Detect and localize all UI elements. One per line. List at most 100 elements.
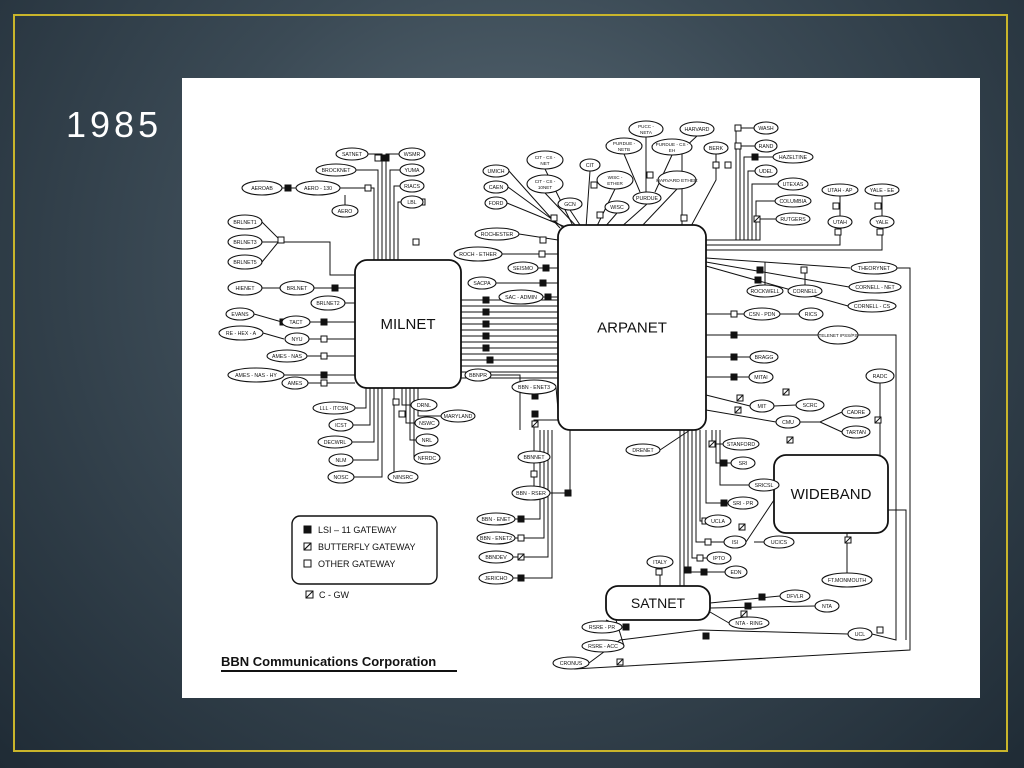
host-label: AEROAB <box>251 186 273 192</box>
host-label: NSWC <box>419 421 435 427</box>
host-aero-130: AERO - 130 <box>295 180 341 196</box>
link-line <box>659 429 691 451</box>
host-label: MITAI <box>754 375 767 381</box>
host-stanford: STANFORD <box>722 437 760 451</box>
host-riacs: RIACS <box>399 179 425 193</box>
other-gateway-marker <box>876 626 884 634</box>
host-label: TACT <box>289 320 303 326</box>
host-seismo: SEISMO <box>507 261 539 275</box>
lsi-gateway-marker <box>482 308 490 316</box>
other-legend-swatch <box>303 559 312 568</box>
host-label: ROCHESTER <box>481 232 514 238</box>
link-line <box>544 192 579 229</box>
host-label: CRONUS <box>560 661 583 667</box>
host-brocknet: BROCKNET <box>315 163 357 177</box>
other-gateway-marker <box>590 181 598 189</box>
host-edn: EDN <box>724 565 748 579</box>
link-line <box>623 153 641 193</box>
host-label: RE - HEX - A <box>226 331 257 337</box>
link-line <box>706 228 841 246</box>
host-ames: AMES <box>281 376 309 390</box>
lsi-gateway-marker <box>544 293 552 301</box>
host-sricsl: SRICSL <box>748 478 780 492</box>
host-bbnpr: BBNPR <box>464 368 492 382</box>
link-line <box>353 388 379 461</box>
host-brlnet1: BRLNET1 <box>227 214 263 230</box>
satnet-network: SATNET <box>605 585 711 621</box>
lsi-gateway-marker <box>720 499 728 507</box>
link-line <box>417 388 441 417</box>
host-label: PURDUE - CS - <box>656 142 689 147</box>
host-wash: WASH <box>753 121 779 135</box>
host-label: YUMA <box>405 168 421 174</box>
host-label: NOSC <box>334 475 349 481</box>
host-rutgers: RUTGERS <box>775 212 811 226</box>
host-ames-nas: AMES - NAS <box>266 349 308 363</box>
link-line <box>619 203 648 229</box>
host-berk: BERK <box>703 141 729 155</box>
link-line <box>705 261 850 288</box>
link-line <box>393 185 400 260</box>
host-sri-pr: SRI - PR <box>727 496 759 510</box>
host-label: SRI <box>739 461 748 467</box>
host-label: RICS <box>805 312 818 318</box>
lsi-gateway-marker <box>542 264 550 272</box>
host-label: BBNNET <box>523 455 545 461</box>
host-rand: RAND <box>754 139 778 153</box>
host-label: RSRE - ACC <box>588 644 618 650</box>
other-gateway-marker <box>876 228 884 236</box>
host-label: AERO <box>338 209 353 215</box>
butterfly-legend-label: BUTTERFLY GATEWAY <box>318 542 416 552</box>
link-line <box>353 388 371 426</box>
host-utah-ap: UTAH - AP <box>821 183 859 197</box>
host-re-hex-a: RE - HEX - A <box>218 325 264 341</box>
host-label: NYU <box>292 337 303 343</box>
gateway-markers <box>277 124 884 666</box>
host-mitai: MITAI <box>748 370 774 384</box>
link-line <box>745 499 775 543</box>
host-bbn-enet3: BBN - ENET3 <box>511 379 557 395</box>
other-gateway-marker <box>724 161 732 169</box>
lsi-gateway-marker <box>482 344 490 352</box>
link-line <box>356 169 379 260</box>
host-label: BROCKNET <box>322 168 352 174</box>
host-label: GCN <box>564 202 576 208</box>
host-label: UCLA <box>711 519 725 525</box>
other-gateway-marker <box>539 236 547 244</box>
link-line <box>773 404 797 407</box>
host-label: TELENET IPSS/PS <box>819 333 858 338</box>
link-line <box>518 233 559 241</box>
host-label: SRICSL <box>755 483 774 489</box>
wideband-network: WIDEBAND <box>773 454 889 534</box>
host-cadre: CADRE <box>841 405 871 419</box>
host-label: YALE - EE <box>870 188 895 194</box>
host-lll-itcsn: LLL - ITCSN <box>312 401 356 415</box>
credit-label: BBN Communications Corporation <box>221 654 436 669</box>
host-label: SAC - ADMIN <box>505 295 537 301</box>
host-label: HARVARD ETHER <box>656 178 698 184</box>
host-label: DFVLR <box>786 594 803 600</box>
host-label: ROCH - ETHER <box>459 252 497 258</box>
host-label: CORNELL <box>793 289 818 295</box>
link-line <box>550 430 571 494</box>
host-icst: ICST <box>328 418 354 432</box>
host-theorynet: THEORYNET <box>850 261 898 275</box>
host-label: RIACS <box>404 184 420 190</box>
slide-title: 1985 <box>66 104 163 145</box>
other-gateway-marker <box>646 171 654 179</box>
host-label: PURDUE <box>636 196 658 202</box>
host-rics: RICS <box>798 307 824 321</box>
host-label: CIT - CS - <box>535 155 556 160</box>
lsi-gateway-marker <box>331 284 339 292</box>
host-harvard-ether: HARVARD ETHER <box>656 170 698 190</box>
host-label: EDN <box>731 570 742 576</box>
host-label: UDEL <box>759 169 773 175</box>
host-nlm: NLM <box>328 453 354 467</box>
host-label: NINSRC <box>393 475 413 481</box>
host-label: BERK <box>709 146 724 152</box>
other-gateway-marker <box>655 568 663 576</box>
host-label: TARTAN <box>846 430 866 436</box>
host-label: NLM <box>336 458 347 464</box>
